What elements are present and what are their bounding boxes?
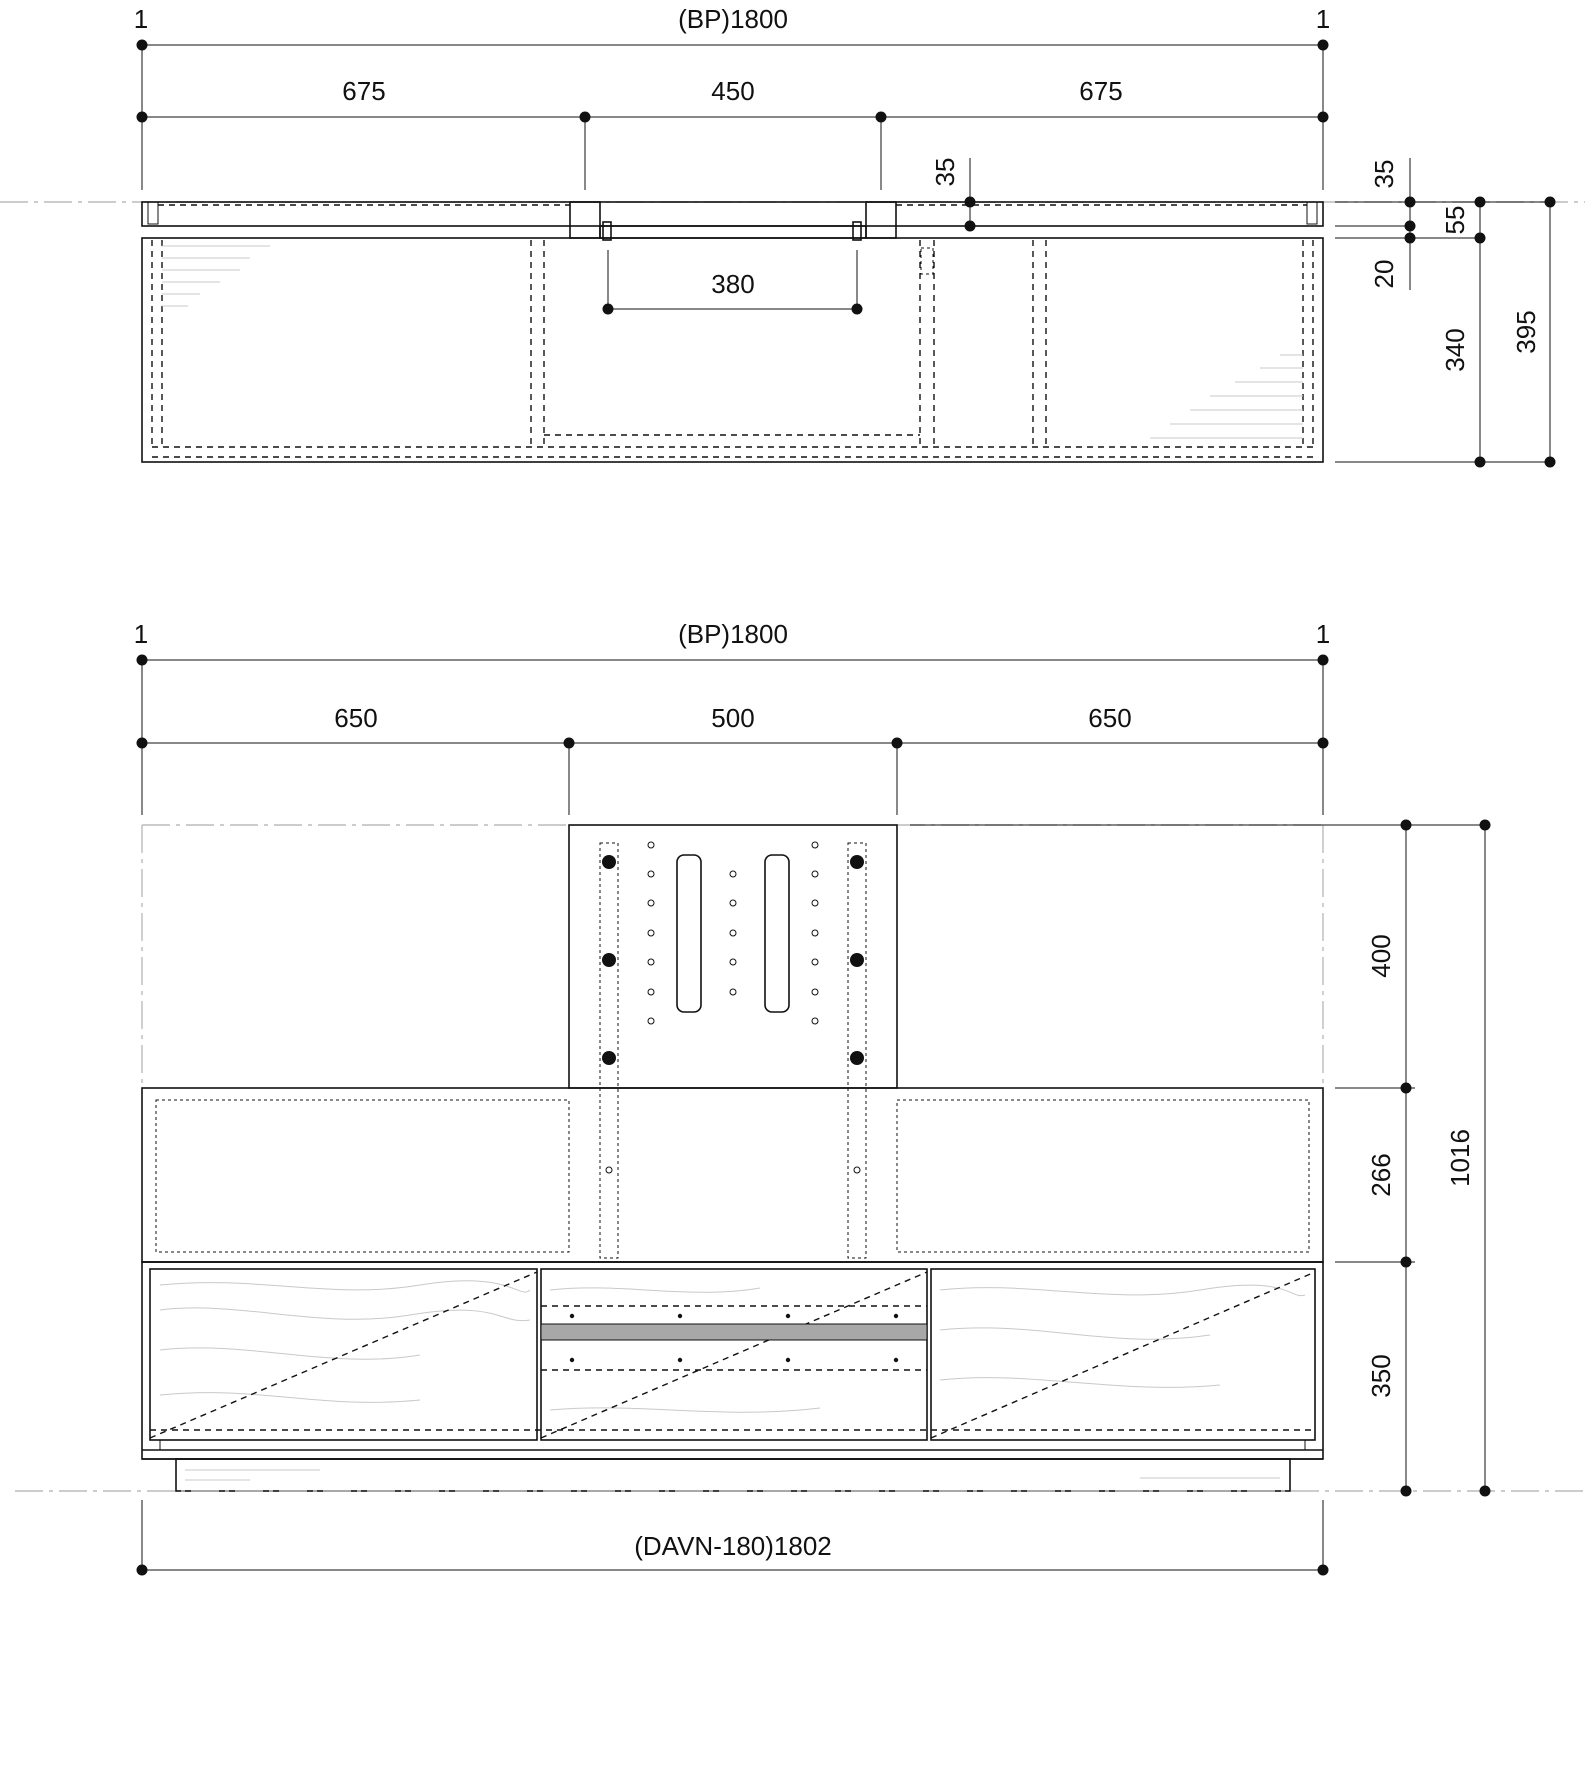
front-1016-label: 1016 (1445, 1129, 1475, 1187)
front-point-left-label: 1 (134, 619, 148, 649)
front-base-width-label: (DAVN-180)1802 (634, 1531, 832, 1561)
front-seg-right-label: 650 (1088, 703, 1131, 733)
top-right-dimensions: 35 20 55 340 395 (1335, 158, 1556, 468)
adjustment-holes (647, 841, 819, 1025)
top-overall-dimension: (BP)1800 (136, 4, 1329, 190)
top-seg-left-label: 675 (342, 76, 385, 106)
front-point-right-label: 1 (1316, 619, 1330, 649)
top-35-interior-dimension: 35 (896, 158, 980, 232)
top-inner-dimension: 380 (602, 250, 863, 315)
top-395-label: 395 (1511, 310, 1541, 353)
front-base-width-dimension: (DAVN-180)1802 (136, 1500, 1329, 1576)
top-point-right-label: 1 (1316, 4, 1330, 34)
center-shelf-bar (540, 1323, 928, 1341)
front-segment-dimension: 650 500 650 (136, 703, 1329, 815)
top-20-label: 20 (1369, 260, 1399, 289)
top-seg-mid-label: 450 (711, 76, 754, 106)
front-view: 1 1 (BP)1800 650 500 650 (15, 619, 1585, 1576)
top-point-left-label: 1 (134, 4, 148, 34)
cable-slot-right (764, 854, 790, 1013)
top-body (141, 237, 1324, 463)
top-340-label: 340 (1440, 328, 1470, 371)
front-overall-label: (BP)1800 (678, 619, 788, 649)
center-glass-door (540, 1268, 928, 1441)
front-400-label: 400 (1366, 934, 1396, 977)
cable-slot-left (676, 854, 702, 1013)
top-seg-right-label: 675 (1079, 76, 1122, 106)
front-height-dimensions: 400 266 350 1016 (910, 819, 1491, 1497)
mounting-screws (602, 855, 864, 1065)
front-seg-mid-label: 500 (711, 703, 754, 733)
top-35a-label: 35 (930, 158, 960, 187)
base-plinth (142, 1458, 1323, 1492)
right-glass-door (930, 1268, 1316, 1441)
top-overall-label: (BP)1800 (678, 4, 788, 34)
front-350-label: 350 (1366, 1354, 1396, 1397)
top-55-label: 55 (1440, 206, 1470, 235)
lower-cabinet (141, 1261, 1324, 1460)
back-panel (568, 824, 898, 1259)
top-view: 1 1 (BP)1800 675 450 675 (0, 4, 1585, 468)
top-inner-label: 380 (711, 269, 754, 299)
front-seg-left-label: 650 (334, 703, 377, 733)
top-segment-dimension: 675 450 675 (136, 76, 1329, 190)
upper-cabinet (141, 1087, 1324, 1263)
top-35b-label: 35 (1369, 160, 1399, 189)
front-envelope-lines (141, 824, 1324, 1088)
top-plate (141, 201, 1324, 241)
left-glass-door (149, 1268, 538, 1441)
front-266-label: 266 (1366, 1153, 1396, 1196)
front-overall-dimension: (BP)1800 (136, 619, 1329, 815)
